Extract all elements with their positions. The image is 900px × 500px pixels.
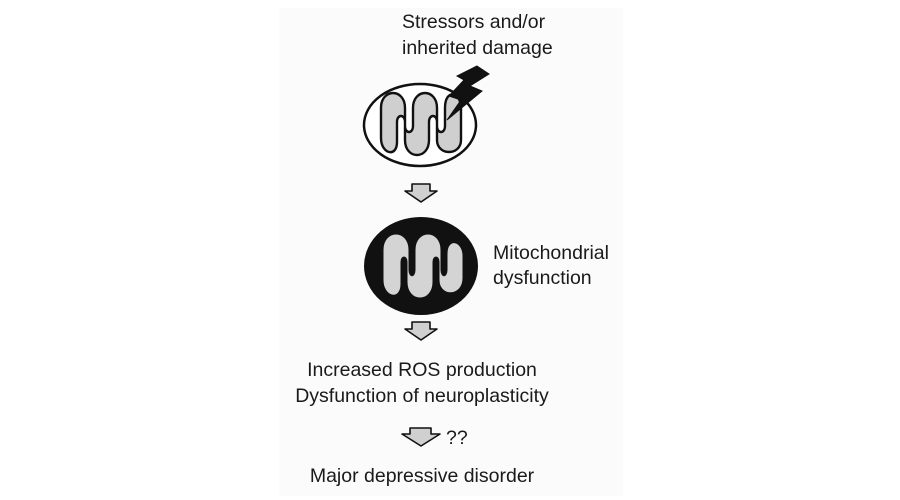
ros-label-line-1: Increased ROS production [307, 359, 537, 381]
stressor-label-line-1: Stressors and/or [402, 11, 546, 33]
healthy-mitochondrion-icon [362, 82, 478, 168]
down-arrow-icon [401, 427, 441, 447]
dysfunction-label-line-2: dysfunction [493, 267, 592, 289]
outcome-label: Major depressive disorder [309, 465, 535, 487]
down-arrow-icon [404, 321, 438, 341]
dysfunction-label-line-1: Mitochondrial [493, 242, 609, 264]
uncertain-mark: ?? [446, 427, 468, 449]
stressor-label-line-2: inherited damage [402, 37, 553, 59]
dysfunctional-mitochondrion-icon [364, 217, 478, 315]
down-arrow-icon [404, 183, 438, 203]
lightning-bolt-icon [446, 65, 490, 121]
ros-label-line-2: Dysfunction of neuroplasticity [295, 385, 549, 407]
